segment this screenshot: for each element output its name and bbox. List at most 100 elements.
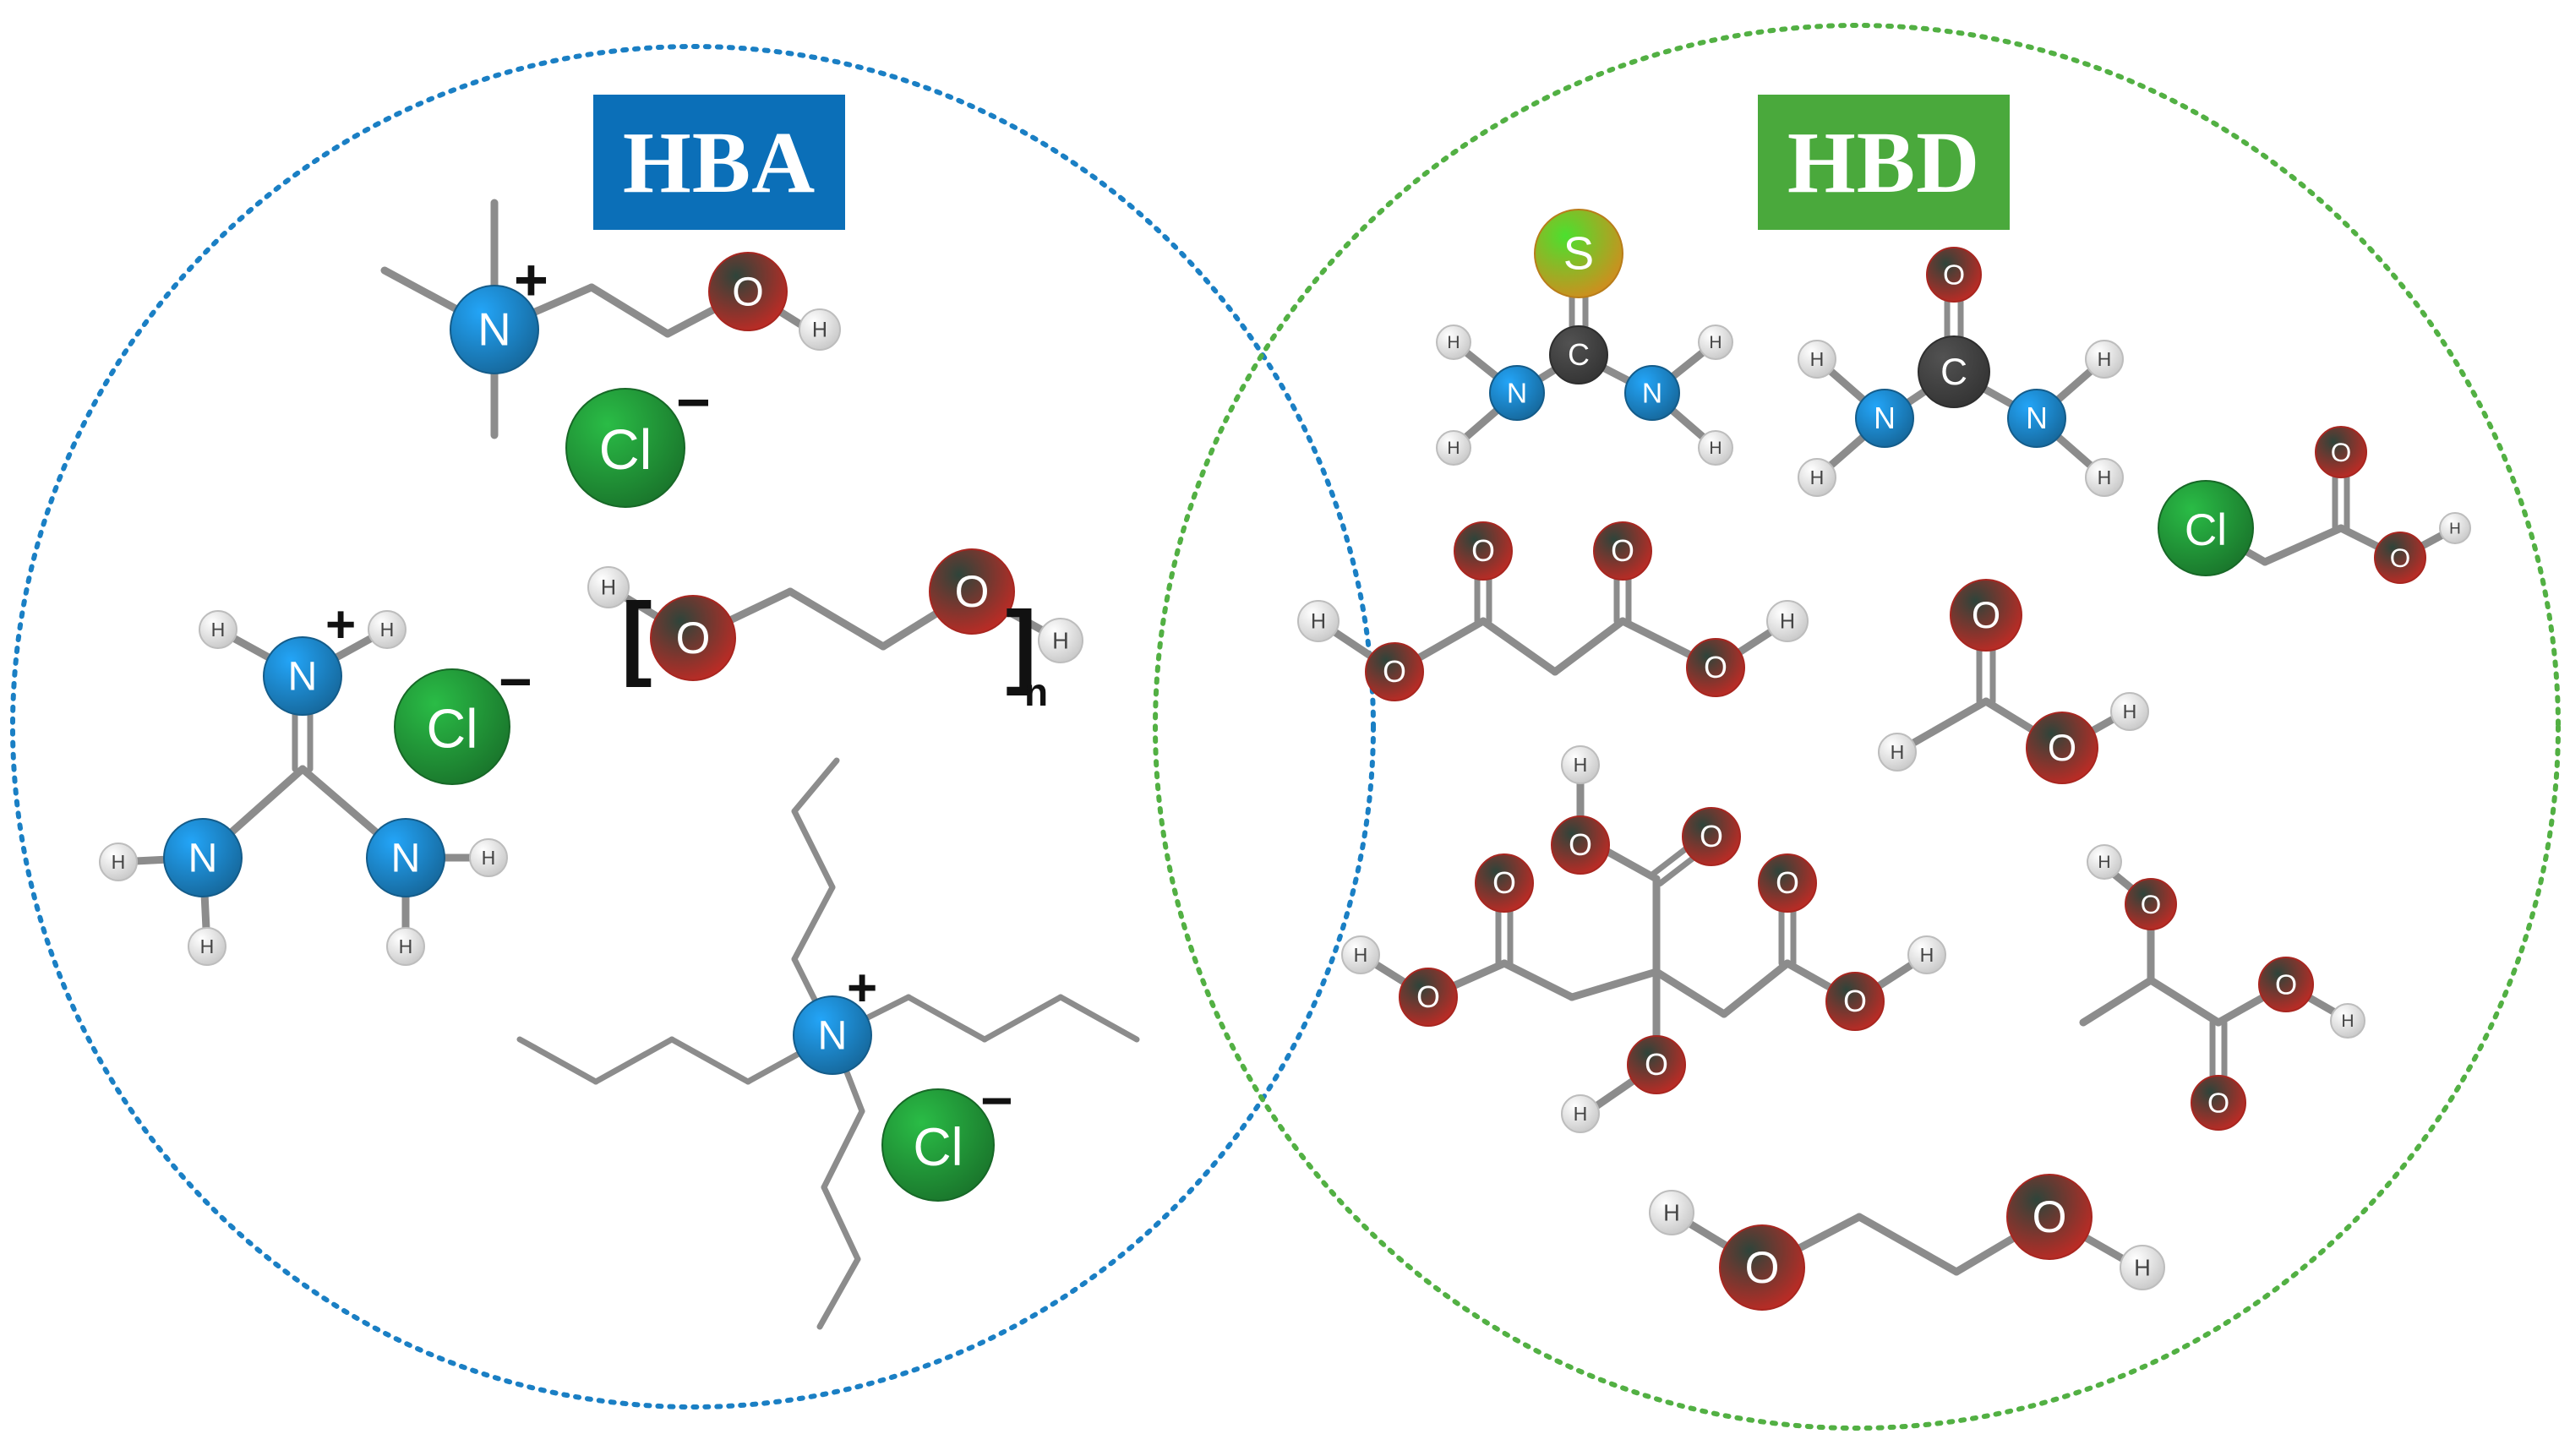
- atom-h: H: [1341, 935, 1380, 974]
- polymer-subscript-n: n: [1024, 670, 1048, 714]
- atom-h: H: [99, 843, 138, 881]
- atom-label-n: N: [818, 1013, 848, 1059]
- bond: [2261, 524, 2345, 566]
- atom-h: H: [2087, 844, 2122, 880]
- tetrabutylammonium-chloride: N+ Cl−: [516, 757, 1140, 1330]
- atom-label-o: O: [2275, 970, 2297, 1001]
- atom-label-h: H: [2098, 348, 2112, 370]
- choline-chloride: NOH+Cl−: [380, 199, 841, 508]
- bond: [816, 1256, 861, 1330]
- atom-o: O: [2026, 712, 2098, 784]
- atom-label-h: H: [1780, 610, 1795, 634]
- atom-h: H: [368, 610, 407, 649]
- atom-o: O: [708, 252, 788, 331]
- atom-label-h: H: [1447, 333, 1460, 352]
- atom-cl: Cl: [881, 1088, 995, 1202]
- atom-label-h: H: [1709, 333, 1722, 352]
- atom-s: S: [1534, 209, 1623, 298]
- atom-o: O: [1758, 853, 1817, 913]
- atom-label-h: H: [1447, 439, 1460, 458]
- atom-h: H: [1798, 340, 1836, 379]
- bond: [668, 1036, 751, 1085]
- atom-h: H: [1649, 1190, 1694, 1235]
- atom-label-h: H: [1574, 1103, 1588, 1125]
- plus-charge: +: [514, 247, 548, 313]
- atom-o: O: [1627, 1035, 1686, 1094]
- bond: [791, 757, 840, 815]
- atom-label-o: O: [1569, 828, 1592, 862]
- atom-h: H: [1907, 935, 1946, 974]
- atom-label-n: N: [391, 836, 421, 881]
- atom-label-n: N: [288, 654, 318, 700]
- atom-label-o: O: [1704, 651, 1727, 684]
- atom-h: H: [2110, 692, 2149, 731]
- atom-h: H: [2085, 340, 2124, 379]
- atom-label-n: N: [1874, 401, 1896, 435]
- atom-label-cl: Cl: [2185, 505, 2227, 555]
- atom-o: O: [2006, 1174, 2093, 1260]
- atom-label-cl: Cl: [913, 1118, 963, 1177]
- atom-label-h: H: [200, 935, 215, 957]
- bond: [1551, 617, 1627, 676]
- atom-c: C: [1918, 335, 1990, 408]
- atom-o: O: [1926, 247, 1982, 303]
- atom-o: O: [1365, 642, 1424, 701]
- atom-n: N: [450, 285, 539, 374]
- atom-label-o: O: [2207, 1088, 2229, 1120]
- atom-n: N: [793, 995, 872, 1075]
- atom-label-n: N: [1507, 379, 1527, 410]
- atom-h: H: [1038, 618, 1083, 663]
- bond: [2147, 976, 2223, 1027]
- atom-label-n: N: [188, 836, 218, 881]
- atom-label-h: H: [211, 619, 226, 641]
- atom-h: H: [1698, 430, 1733, 466]
- left-bracket: [: [621, 584, 652, 688]
- atom-cl: Cl: [2158, 480, 2254, 576]
- atom-label-h: H: [2134, 1254, 2151, 1280]
- atom-label-o: O: [1700, 820, 1723, 853]
- atom-h: H: [469, 838, 508, 877]
- atom-label-n: N: [477, 304, 510, 356]
- bond: [1568, 968, 1661, 1001]
- atom-o: O: [1593, 521, 1652, 581]
- atom-label-h: H: [380, 619, 395, 641]
- atom-label-h: H: [112, 851, 126, 873]
- atom-o: O: [1682, 807, 1741, 866]
- atom-h: H: [199, 610, 237, 649]
- bond: [821, 1108, 865, 1191]
- atom-n: N: [1489, 365, 1545, 421]
- atom-label-o: O: [1745, 1243, 1780, 1293]
- atom-h: H: [1798, 458, 1836, 497]
- atom-label-h: H: [1354, 944, 1368, 966]
- atom-h: H: [1561, 745, 1600, 784]
- hbd-title: HBD: [1758, 95, 2010, 230]
- atom-c: C: [1549, 325, 1608, 384]
- atom-label-h: H: [1311, 610, 1326, 634]
- hbd-circle: [1153, 23, 2561, 1431]
- atom-o: O: [2191, 1075, 2246, 1131]
- atom-o: O: [1719, 1224, 1805, 1311]
- bond: [1855, 1213, 1961, 1276]
- atom-label-o: O: [1383, 655, 1406, 689]
- bond: [1057, 994, 1140, 1043]
- atom-label-h: H: [1810, 348, 1825, 370]
- atom-label-n: N: [1642, 379, 1662, 410]
- atom-o: O: [1950, 579, 2022, 652]
- minus-charge: −: [499, 650, 532, 714]
- atom-h: H: [1766, 600, 1809, 642]
- atom-cl: Cl: [565, 388, 685, 508]
- plus-charge: +: [847, 959, 877, 1017]
- minus-charge: −: [980, 1069, 1013, 1132]
- atom-label-o: O: [2048, 728, 2076, 769]
- atom-label-h: H: [482, 847, 496, 869]
- bond: [592, 1036, 675, 1085]
